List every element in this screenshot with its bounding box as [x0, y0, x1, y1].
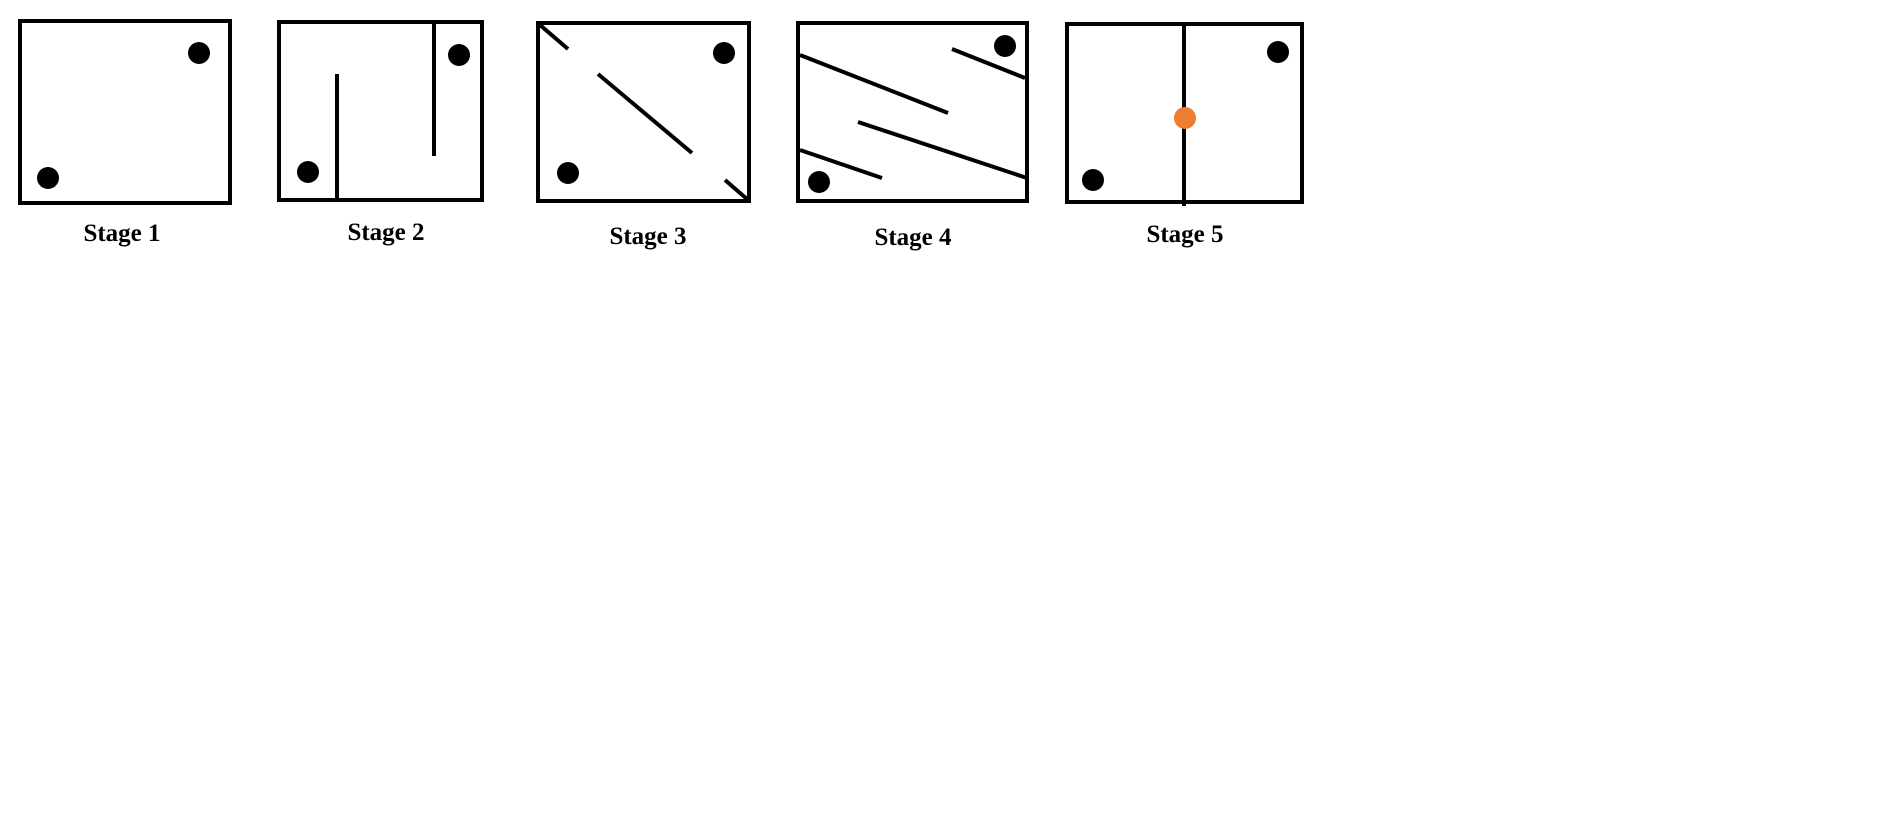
stage-3-panel: Stage 3	[536, 21, 751, 250]
stage-4-label: Stage 4	[874, 224, 952, 251]
stage-2-panel: Stage 2	[277, 20, 484, 246]
stage-4-wall-upper-right	[951, 47, 1026, 80]
stage-5-label: Stage 5	[1146, 221, 1223, 248]
stage-4-wall-lower-left	[799, 148, 883, 180]
stage-4-panel: Stage 4	[796, 21, 1029, 251]
stage-4-wall-upper-left	[799, 53, 949, 115]
stage-5-start-dot	[1082, 169, 1104, 191]
stage-1-goal-dot	[188, 42, 210, 64]
stage-3-wall-bottom-right	[723, 178, 749, 201]
stage-3-goal-dot	[713, 42, 735, 64]
stage-4-goal-dot	[994, 35, 1016, 57]
stage-2-label: Stage 2	[347, 219, 424, 246]
stage-3-label: Stage 3	[609, 223, 686, 250]
stage-3-wall-top-left	[538, 23, 570, 51]
stage-5-highlight-dot	[1174, 107, 1196, 129]
stage-1-label: Stage 1	[83, 220, 160, 247]
stage-1-frame	[18, 19, 232, 205]
stage-3-start-dot	[557, 162, 579, 184]
stage-3-wall-center	[596, 72, 694, 155]
stage-3-frame	[536, 21, 751, 203]
stage-2-frame	[277, 20, 484, 202]
stage-4-wall-middle	[857, 120, 1028, 180]
stage-4-start-dot	[808, 171, 830, 193]
stage-5-panel: Stage 5	[1065, 22, 1304, 248]
stage-1-start-dot	[37, 167, 59, 189]
stage-2-start-dot	[297, 161, 319, 183]
stage-4-frame	[796, 21, 1029, 203]
stage-1-panel: Stage 1	[18, 19, 232, 247]
stage-5-goal-dot	[1267, 41, 1289, 63]
stage-2-goal-dot	[448, 44, 470, 66]
